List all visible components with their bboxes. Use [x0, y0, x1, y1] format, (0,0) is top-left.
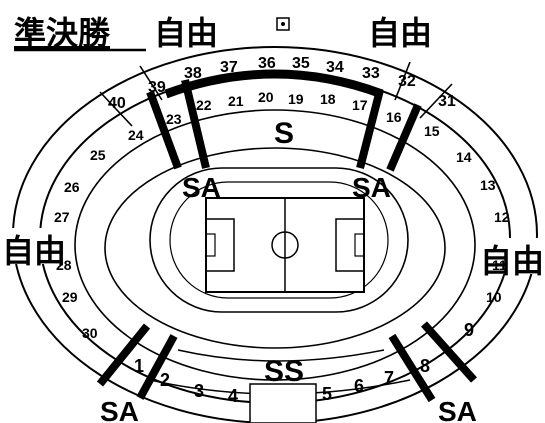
upper-divider-right-b	[419, 83, 453, 119]
s-stand-label: S	[274, 117, 294, 150]
upper-divider-left-b	[99, 91, 133, 127]
section-label: 10	[486, 289, 502, 305]
upper-divider-left-a	[139, 65, 163, 101]
left-goal-area	[205, 233, 216, 257]
section-label: 21	[228, 93, 244, 109]
section-label: 6	[354, 376, 364, 396]
section-label: 27	[54, 209, 70, 225]
free-seat-label-top-left: 自由	[154, 14, 218, 52]
section-label: 37	[220, 59, 238, 76]
ss-center-box	[249, 383, 317, 423]
scoreboard-dot	[281, 22, 285, 26]
section-label: 19	[288, 91, 304, 107]
sa-label-top-right: SA	[352, 172, 391, 203]
running-track-outer	[149, 167, 409, 313]
section-label: 18	[320, 91, 336, 107]
section-label: 16	[386, 109, 402, 125]
section-label: 3	[194, 381, 204, 401]
sa-bar-top-right-2	[386, 103, 422, 172]
section-label: 15	[424, 123, 440, 139]
section-label: 5	[322, 384, 332, 404]
section-label: 20	[258, 89, 274, 105]
section-label: 7	[384, 368, 394, 388]
s-stand-band	[164, 69, 384, 99]
section-label: 29	[62, 289, 78, 305]
upper-divider-right-a	[394, 61, 411, 101]
concourse-boundary	[104, 147, 446, 349]
section-label: 8	[420, 356, 430, 376]
free-seat-label-left: 自由	[2, 232, 66, 270]
section-label: 12	[494, 209, 510, 225]
ss-stand-label: SS	[264, 355, 304, 388]
section-label: 11	[492, 257, 507, 273]
left-free-seat-cover	[0, 228, 72, 264]
sa-bar-bottom-left-2	[136, 334, 178, 400]
section-label: 2	[160, 370, 170, 390]
right-free-seat-cover	[480, 238, 545, 274]
section-label: 4	[228, 386, 238, 406]
section-label: 1	[134, 356, 144, 376]
center-circle	[271, 231, 299, 259]
section-label: 35	[292, 55, 310, 72]
sa-bar-bottom-right-2	[421, 321, 477, 383]
sa-bar-top-left-2	[181, 79, 210, 169]
section-label: 38	[184, 65, 202, 82]
sa-label-bottom-right: SA	[438, 396, 477, 423]
free-seat-label-right: 自由	[480, 242, 544, 280]
section-label: 30	[82, 325, 98, 341]
page-title: 準決勝	[14, 14, 111, 52]
section-label: 36	[258, 55, 276, 72]
ss-stand-front	[177, 349, 385, 362]
running-track-inner	[169, 181, 389, 299]
sa-bar-bottom-left-1	[96, 323, 151, 387]
section-label: 13	[480, 177, 496, 193]
sa-label-bottom-left: SA	[100, 396, 139, 423]
section-label: 26	[64, 179, 80, 195]
section-label: 25	[90, 147, 106, 163]
sa-bar-bottom-right-1	[388, 333, 436, 403]
section-label: 17	[352, 97, 368, 113]
sa-label-top-left: SA	[182, 172, 221, 203]
section-label: 31	[438, 93, 456, 110]
section-label: 24	[128, 127, 144, 143]
inner-stand-boundary	[74, 109, 476, 381]
section-label: 39	[148, 79, 166, 96]
section-label: 33	[362, 65, 380, 82]
free-seat-label-top-right: 自由	[368, 14, 432, 52]
section-label: 32	[398, 73, 416, 90]
sa-bar-top-left-1	[146, 90, 182, 170]
sa-bar-top-right-1	[356, 89, 384, 169]
section-label: 28	[56, 257, 72, 273]
right-goal-area	[354, 233, 365, 257]
section-label: 23	[166, 111, 182, 127]
section-label: 34	[326, 59, 344, 76]
section-label: 9	[464, 320, 474, 340]
section-label: 40	[108, 95, 126, 112]
section-label: 14	[456, 149, 472, 165]
section-label: 22	[196, 97, 212, 113]
